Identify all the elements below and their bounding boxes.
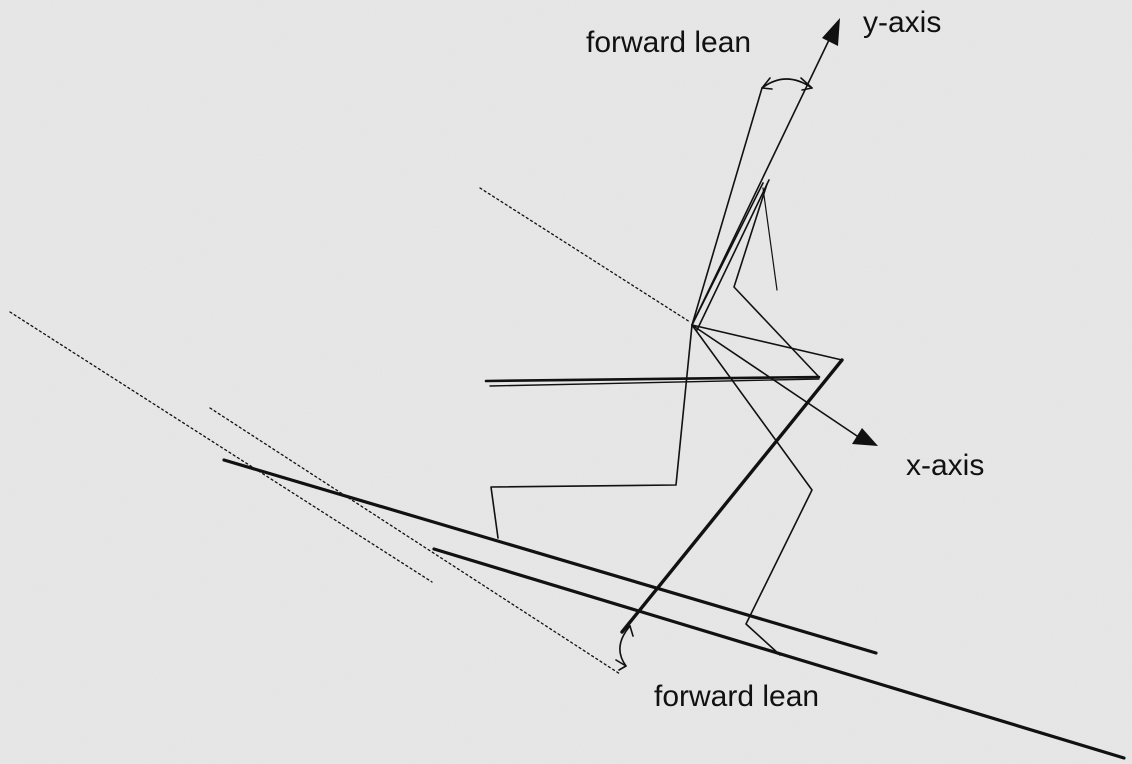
ski-pole-upper-stroke	[484, 375, 821, 383]
dotted-reference-line-middle	[209, 407, 621, 675]
forward-lean-arc-top-arrow-right	[800, 77, 813, 91]
x-axis-line	[691, 324, 861, 439]
ski-pole-lower-stroke	[489, 378, 820, 387]
forward-lean-label-bottom: forward lean	[654, 680, 819, 713]
x-axis-arrowhead	[852, 428, 878, 446]
forward-lean-arc-bottom	[619, 625, 631, 667]
skier-upper-arm-stroke	[762, 187, 778, 291]
ski-pole-diagonal	[620, 358, 844, 634]
skier-arm	[733, 183, 820, 378]
forward-lean-reference-line	[691, 87, 763, 326]
y-axis-line	[691, 39, 830, 326]
forward-lean-label-top: forward lean	[586, 26, 751, 59]
forward-lean-arc-bottom-arrow-top	[621, 625, 634, 637]
forward-lean-arc-top	[761, 78, 813, 89]
forward-lean-arc-bottom-arrow-bottom	[615, 659, 627, 671]
slope-line-upper	[222, 458, 878, 655]
forward-lean-arc-top-arrow-left	[761, 77, 773, 90]
skier-front-leg	[691, 324, 813, 656]
y-axis-arrowhead	[822, 18, 840, 46]
skier-torso-right	[696, 179, 770, 331]
skier-hip-line	[691, 324, 843, 361]
skier-figure	[490, 179, 844, 656]
y-axis-label: y-axis	[863, 6, 941, 39]
dotted-reference-line-upper	[479, 187, 691, 323]
skier-back-leg	[490, 324, 693, 539]
x-axis-label: x-axis	[906, 449, 984, 482]
dotted-reference-line-left	[9, 311, 433, 583]
